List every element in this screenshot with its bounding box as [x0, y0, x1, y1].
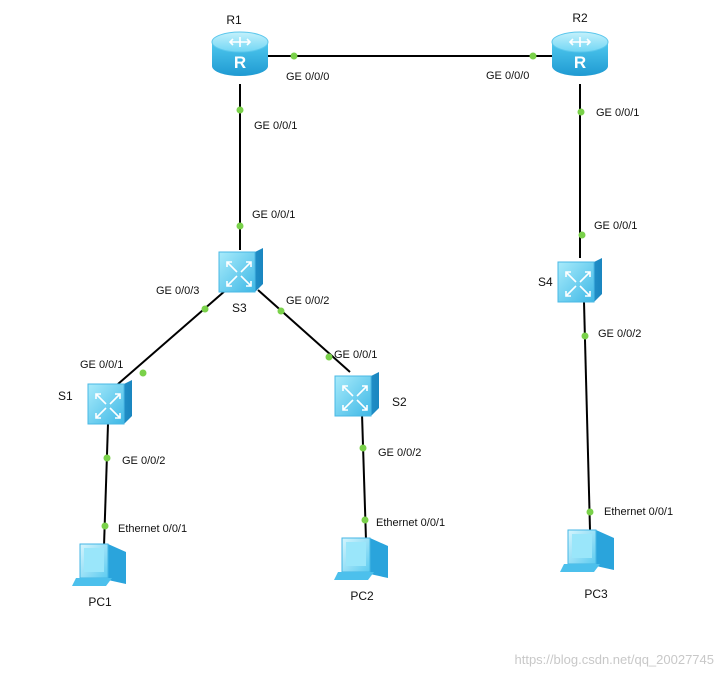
watermark: https://blog.csdn.net/qq_20027745 [515, 652, 715, 667]
switch-icon[interactable] [87, 380, 132, 425]
link-s4-pc3 [583, 301, 591, 531]
port-dot [201, 305, 209, 313]
port-dot [236, 106, 244, 114]
link-s3-s2 [257, 289, 351, 373]
switch-icon[interactable] [334, 372, 379, 417]
port-label: GE 0/0/2 [598, 328, 641, 340]
switch-icon[interactable] [218, 248, 263, 293]
port-dot [290, 52, 298, 60]
device-name-s3: S3 [232, 301, 247, 315]
port-dot [277, 307, 285, 315]
port-dot [103, 454, 111, 462]
port-label: GE 0/0/2 [378, 447, 421, 459]
port-dot [236, 222, 244, 230]
port-label: GE 0/0/3 [156, 285, 199, 297]
port-dot [361, 516, 369, 524]
port-label: GE 0/0/1 [252, 209, 295, 221]
port-dot [101, 522, 109, 530]
device-name-s2: S2 [392, 395, 407, 409]
pc-icon[interactable] [334, 537, 388, 580]
port-dot [359, 444, 367, 452]
port-label: GE 0/0/2 [286, 295, 329, 307]
port-label: Ethernet 0/0/1 [604, 506, 673, 518]
svg-text:R: R [234, 53, 246, 72]
port-label: GE 0/0/2 [122, 455, 165, 467]
device-name-r1: R1 [226, 13, 242, 27]
port-dot [578, 231, 586, 239]
device-name-pc2: PC2 [350, 589, 374, 603]
router-icon[interactable]: R [211, 31, 269, 76]
port-dot [325, 353, 333, 361]
port-label: GE 0/0/0 [286, 71, 329, 83]
device-name-s4: S4 [538, 275, 553, 289]
pc-icon[interactable] [72, 543, 126, 586]
port-label: GE 0/0/1 [596, 107, 639, 119]
port-dot [577, 108, 585, 116]
port-dot [581, 332, 589, 340]
port-label: GE 0/0/1 [254, 120, 297, 132]
link-s3-s1 [117, 289, 227, 385]
port-label: GE 0/0/1 [334, 349, 377, 361]
svg-text:R: R [574, 53, 586, 72]
device-name-r2: R2 [572, 11, 588, 25]
port-label: GE 0/0/1 [80, 359, 123, 371]
port-dot [586, 508, 594, 516]
port-label: Ethernet 0/0/1 [376, 517, 445, 529]
port-dot [139, 369, 147, 377]
switch-icon[interactable] [557, 258, 602, 303]
port-label: GE 0/0/1 [594, 220, 637, 232]
device-name-pc3: PC3 [584, 587, 608, 601]
pc-icon[interactable] [560, 529, 614, 572]
device-name-s1: S1 [58, 389, 73, 403]
port-label: Ethernet 0/0/1 [118, 523, 187, 535]
port-dot [529, 52, 537, 60]
port-label: GE 0/0/0 [486, 70, 529, 82]
device-name-pc1: PC1 [88, 595, 112, 609]
router-icon[interactable]: R [551, 31, 609, 76]
